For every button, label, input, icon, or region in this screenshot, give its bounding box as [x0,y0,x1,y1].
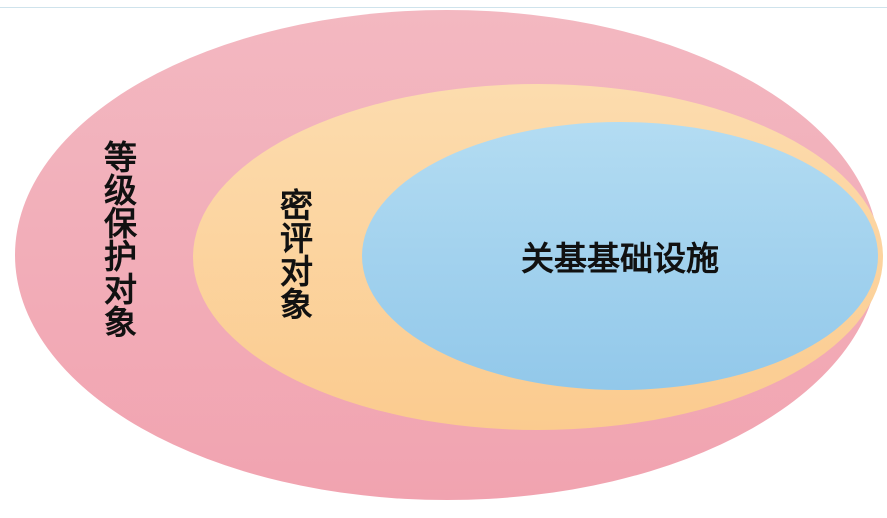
watermark-text: 中科安信 [767,454,844,477]
outer-label: 等级保护对象 [99,140,138,338]
middle-label: 密评对象 [275,187,314,320]
top-divider [0,7,887,8]
watermark: 中科安信 [733,452,844,477]
inner-ellipse [362,122,878,390]
inner-label: 关基基础设施 [521,239,719,278]
wechat-icon [733,453,761,473]
